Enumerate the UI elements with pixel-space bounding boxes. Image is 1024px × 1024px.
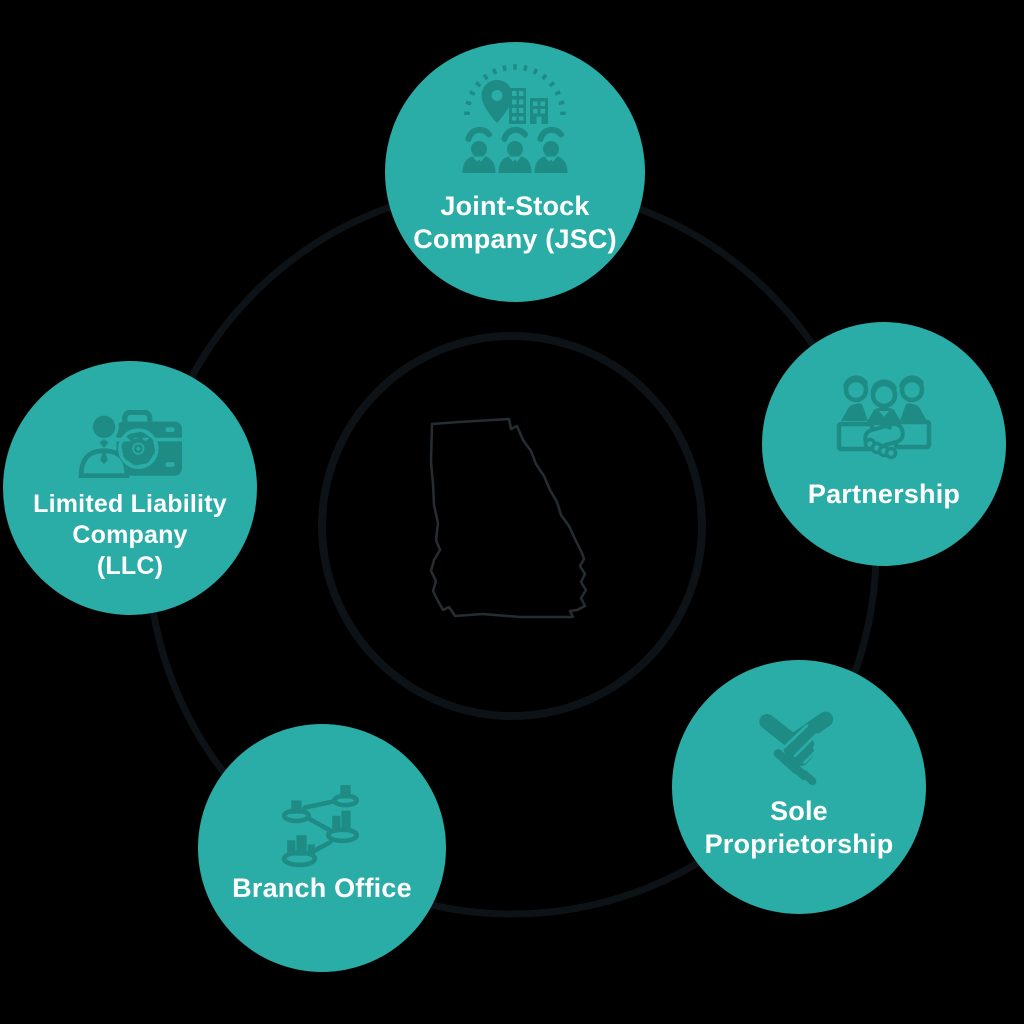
- label-line: Company (JSC): [413, 224, 617, 254]
- partners-handshake-icon: [836, 375, 932, 460]
- node-sole-proprietorship: Sole Proprietorship: [672, 660, 926, 914]
- node-joint-stock-company: Joint-Stock Company (JSC): [385, 42, 645, 302]
- label-line: Partnership: [807, 479, 961, 509]
- label-line: Company: [72, 521, 188, 549]
- label-line: Proprietorship: [704, 829, 894, 859]
- label-line: Sole: [770, 796, 828, 826]
- network-buildings-icon: [281, 785, 360, 868]
- label-line: (LLC): [96, 552, 164, 580]
- node-limited-liability-company: Limited Liability Company (LLC): [3, 361, 257, 615]
- node-label: Limited Liability Company (LLC): [3, 489, 257, 582]
- shareholder-person-glyphs: [462, 126, 568, 173]
- inner-center-ring: [318, 332, 706, 720]
- label-line: Joint-Stock: [440, 191, 590, 221]
- label-line: Limited Liability: [33, 490, 227, 518]
- node-partnership: Partnership: [762, 322, 1006, 566]
- georgia-map-outline: [429, 417, 588, 619]
- node-label: Joint-Stock Company (JSC): [385, 190, 645, 256]
- handshake-icon: [759, 711, 834, 786]
- node-label: Partnership: [762, 478, 1006, 511]
- node-label: Branch Office: [198, 872, 446, 905]
- city-location-shareholders-icon: [462, 64, 568, 173]
- node-label: Sole Proprietorship: [672, 795, 926, 861]
- businessman-briefcase-gear-icon: [78, 410, 182, 479]
- node-branch-office: Branch Office: [198, 724, 446, 972]
- label-line: Branch Office: [232, 873, 412, 903]
